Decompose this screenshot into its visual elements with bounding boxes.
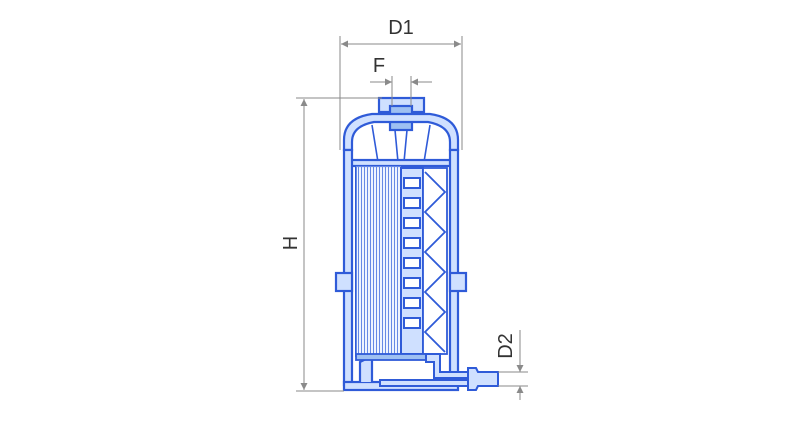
label-d1: D1 [388, 17, 414, 39]
center-tube [400, 167, 424, 355]
filter-element [355, 165, 402, 357]
outer-mesh [422, 167, 448, 355]
housing-wall-left [342, 148, 354, 387]
label-h: H [280, 236, 302, 250]
label-d2: D2 [495, 333, 517, 359]
flange-right [448, 271, 468, 293]
outlet-pipe [379, 353, 499, 391]
housing-wall-right [448, 148, 460, 387]
housing-lid [342, 112, 460, 152]
dimension-lines [296, 36, 528, 400]
flange-left [334, 271, 354, 293]
label-f: F [373, 55, 385, 77]
element-base [355, 353, 427, 361]
